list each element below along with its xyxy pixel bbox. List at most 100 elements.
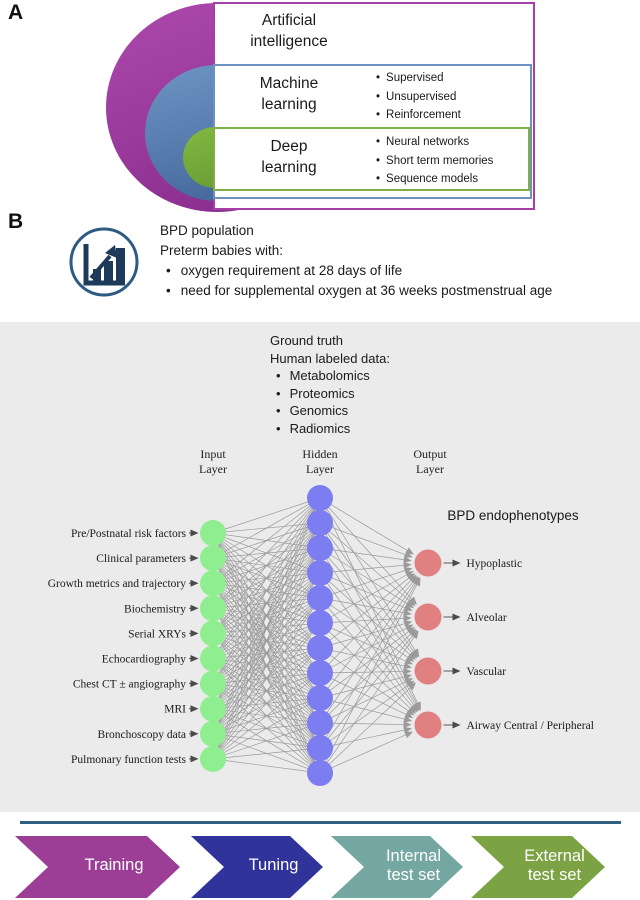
bpd-population-bullets: •oxygen requirement at 28 days of life•n…: [160, 261, 552, 301]
hidden-node: [307, 735, 333, 761]
bullet-text: Short term memories: [386, 154, 494, 167]
panel-a-label: A: [8, 1, 24, 24]
input-node: [200, 720, 226, 747]
edge-hidden-output: [319, 680, 415, 749]
edge-hidden-output: [319, 577, 421, 774]
output-node-label: Alveolar: [467, 612, 507, 624]
growth-bar-chart-icon: [69, 227, 139, 297]
edge-input-hidden: [212, 497, 321, 684]
bullet-text: Unsupervised: [386, 90, 457, 103]
bpd-population-block: BPD population Preterm babies with: •oxy…: [160, 221, 552, 301]
input-node: [200, 670, 226, 697]
edge-hidden-output: [319, 678, 414, 724]
bullet-glyph: •: [166, 263, 171, 278]
bpd-population-title: BPD population: [160, 223, 254, 238]
bullet-item: •Neural networks: [376, 133, 493, 152]
ground-truth-title: Ground truth: [270, 333, 343, 348]
panel-b-label: B: [8, 210, 24, 233]
edge-hidden-output: [319, 547, 418, 659]
output-node: [414, 603, 442, 631]
bullet-text: Sequence models: [386, 173, 479, 185]
bullet-item: • Unsupervised: [376, 88, 461, 107]
edge-hidden-output: [319, 497, 420, 658]
edge-input-hidden: [212, 647, 321, 760]
edge-hidden-output: [319, 573, 416, 649]
edge-input-hidden: [212, 497, 321, 634]
edge-hidden-output: [319, 572, 413, 611]
edge-hidden-output: [319, 522, 413, 558]
edge-input-hidden: [212, 497, 321, 760]
bullet-text: Genomics: [289, 403, 349, 418]
hidden-node: [307, 635, 333, 661]
edge-hidden-output: [319, 571, 414, 624]
bullet-text: Radiomics: [289, 420, 351, 436]
input-node-label: MRI: [164, 704, 186, 716]
edge-input-hidden: [212, 622, 321, 760]
edge-hidden-output: [319, 497, 421, 711]
edge-hidden-output: [319, 577, 420, 749]
bullet-glyph: •: [166, 283, 171, 298]
bullet-text: need for supplemental oxygen at 36 weeks…: [180, 283, 553, 298]
bullet-item: •oxygen requirement at 28 days of life: [160, 261, 552, 281]
edge-hidden-output: [319, 522, 416, 607]
input-node: [200, 695, 226, 722]
edge-input-hidden: [212, 497, 321, 584]
input-layer-header: Input Layer: [199, 447, 227, 476]
edge-hidden-output: [319, 522, 421, 711]
output-node: [414, 657, 442, 685]
edge-hidden-output: [319, 597, 412, 617]
edge-hidden-output: [319, 620, 413, 649]
hidden-node: [307, 685, 333, 711]
input-node-label: Growth metrics and trajectory: [48, 578, 187, 590]
edge-hidden-output: [319, 576, 419, 724]
edge-input-hidden: [212, 497, 321, 559]
input-node-label: Pre/Postnatal risk factors: [71, 528, 187, 540]
bullet-glyph: •: [376, 90, 381, 103]
output-node-label: Vascular: [467, 666, 507, 678]
input-node-label: Serial XRYs: [128, 628, 186, 640]
bullet-glyph: •: [376, 173, 381, 185]
edge-hidden-output: [319, 628, 417, 724]
edge-hidden-output: [319, 672, 414, 718]
bullet-text: Metabolomics: [289, 368, 370, 383]
edge-hidden-output: [319, 622, 413, 665]
output-layer-header: Output Layer: [413, 447, 447, 476]
edge-hidden-output: [319, 630, 419, 774]
bullet-item: • Sequence models: [376, 170, 493, 189]
edge-hidden-output: [319, 567, 413, 599]
input-node: [200, 570, 226, 597]
edge-hidden-output: [319, 497, 414, 555]
pipeline-step-shape: [191, 836, 323, 898]
edge-hidden-output: [319, 726, 412, 749]
ground-truth-bullets: •Metabolomics•Proteomics•Genomics•Radiom…: [270, 367, 390, 437]
hidden-node: [307, 585, 333, 611]
edge-input-hidden: [212, 497, 321, 534]
bullet-text: Reinforcement: [386, 109, 461, 121]
pipeline-separator-line: [20, 821, 621, 824]
hidden-node: [307, 710, 333, 736]
edge-hidden-output: [319, 561, 412, 574]
edge-hidden-output: [319, 574, 417, 674]
bullet-item: • Short term memories: [376, 152, 493, 171]
dl-box: [213, 127, 530, 191]
edge-input-hidden: [212, 547, 321, 760]
input-node: [200, 520, 226, 546]
pipeline-step-label: Tuning: [248, 856, 299, 874]
input-node-label: Chest CT ± angiography: [73, 679, 186, 691]
bullet-glyph: •: [276, 420, 281, 436]
bpd-endophenotypes-title: BPD endophenotypes: [447, 508, 579, 523]
bpd-population-subtitle: Preterm babies with:: [160, 243, 284, 258]
bullet-item: •Reinforcement: [376, 106, 461, 125]
input-node-label: Pulmonary function tests: [71, 754, 187, 766]
pipeline-step-shape: [471, 836, 605, 898]
bullet-glyph: •: [376, 72, 381, 84]
edge-hidden-output: [319, 547, 415, 609]
bullet-glyph: •: [376, 154, 381, 167]
pipeline-step-label: External test set: [524, 846, 585, 884]
pipeline-step-shape: [15, 836, 180, 898]
bullet-item: •Proteomics: [270, 385, 390, 403]
bullet-text: Neural networks: [386, 136, 470, 148]
edge-input-hidden: [212, 497, 321, 609]
